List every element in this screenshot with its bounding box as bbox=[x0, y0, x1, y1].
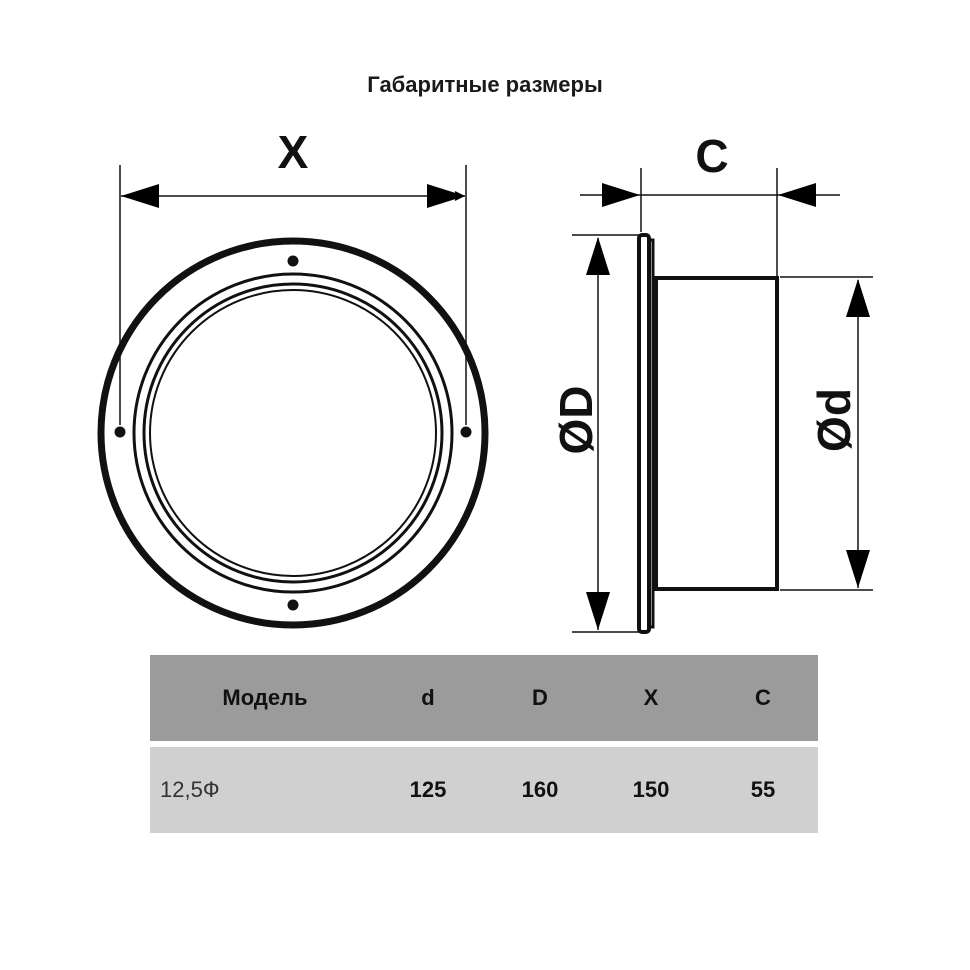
inner-ring bbox=[132, 272, 454, 594]
header-model: Модель bbox=[222, 685, 308, 710]
outer-flange-circle bbox=[97, 237, 489, 629]
table-header: Модель d D X C bbox=[150, 655, 818, 741]
mount-hole bbox=[114, 426, 126, 438]
header-C: C bbox=[755, 685, 771, 710]
x-dimension-label: X bbox=[278, 126, 309, 178]
cell-model: 12,5Ф bbox=[160, 777, 220, 802]
header-d: d bbox=[421, 685, 435, 710]
outer-diameter-label: ØD bbox=[550, 386, 602, 455]
flange bbox=[637, 233, 651, 634]
inner-diameter-label: Ød bbox=[808, 388, 860, 452]
front-view bbox=[97, 165, 489, 629]
mount-hole bbox=[460, 426, 472, 438]
cell-C: 55 bbox=[750, 777, 776, 802]
header-D: D bbox=[532, 685, 548, 710]
arrowheads bbox=[121, 184, 465, 208]
mount-hole bbox=[287, 255, 299, 267]
header-X: X bbox=[643, 685, 659, 710]
cell-d: 125 bbox=[409, 777, 447, 802]
dimension-drawing: X C ØD Ød bbox=[97, 126, 873, 634]
cell-X: 150 bbox=[632, 777, 670, 802]
inner-ring bbox=[142, 282, 444, 584]
side-view bbox=[572, 168, 873, 634]
duct-spigot bbox=[654, 276, 779, 591]
page-title: Габаритные размеры bbox=[367, 72, 603, 97]
c-dimension-label: C bbox=[695, 130, 728, 182]
table-row: 12,5Ф 125 160 150 55 bbox=[150, 747, 818, 833]
cell-D: 160 bbox=[521, 777, 559, 802]
inner-ring bbox=[149, 289, 437, 577]
mount-hole bbox=[287, 599, 299, 611]
